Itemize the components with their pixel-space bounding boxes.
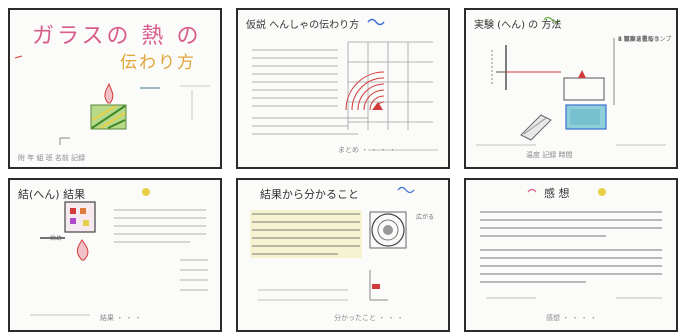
hypothesis-sketch — [238, 10, 448, 167]
result-title: 結(へん) 結果 — [18, 186, 85, 202]
method-title: 実験 (へん) の 方法 — [474, 16, 561, 31]
result-footer: 結果 ・ ・ ・ — [100, 313, 142, 323]
result-sketch — [10, 180, 220, 330]
panel-method: 実験 (へん) の 方法 1 ガラスを切る 2 ろうを塗る 3 アルコールランプ… — [464, 8, 678, 169]
method-step: 5 観察する — [618, 36, 648, 44]
panel-findings: 結果から分かること 広がる 分かったこと ・ ・ ・ — [236, 178, 450, 332]
panel-reflection: 感 想 感想 ・ ・ ・ ・ — [464, 178, 678, 332]
findings-title: 結果から分かること — [260, 186, 359, 202]
panel-title: ガラスの 熱 の 伝わり方 附 年 組 班 名前 記録 — [8, 8, 222, 169]
hypothesis-title: 仮説 へんしゃの伝わり方 — [246, 16, 359, 31]
poster-title-line1: ガラスの 熱 の — [32, 18, 202, 50]
poster-title-line2: 伝わり方 — [120, 48, 196, 73]
findings-footer: 分かったこと ・ ・ ・ — [334, 313, 404, 323]
panel-result: 結(へん) 結果 始め 結果 ・ ・ ・ — [8, 178, 222, 332]
findings-sketch — [238, 180, 448, 330]
reflection-title: 感 想 — [544, 185, 570, 201]
reflection-sketch — [466, 180, 676, 330]
poster-footer-name: 附 年 組 班 名前 記録 — [18, 153, 85, 163]
result-label: 始め — [50, 235, 62, 243]
method-sketch — [466, 10, 676, 167]
reflection-footer: 感想 ・ ・ ・ ・ — [546, 313, 597, 323]
findings-side-note: 広がる — [416, 214, 434, 222]
panel-hypothesis: 仮説 へんしゃの伝わり方 まとめ ・ ・ ・ ・ — [236, 8, 450, 169]
hypothesis-footer: まとめ ・ ・ ・ ・ — [338, 145, 396, 155]
method-footer: 温度 記録 時間 — [526, 150, 572, 160]
